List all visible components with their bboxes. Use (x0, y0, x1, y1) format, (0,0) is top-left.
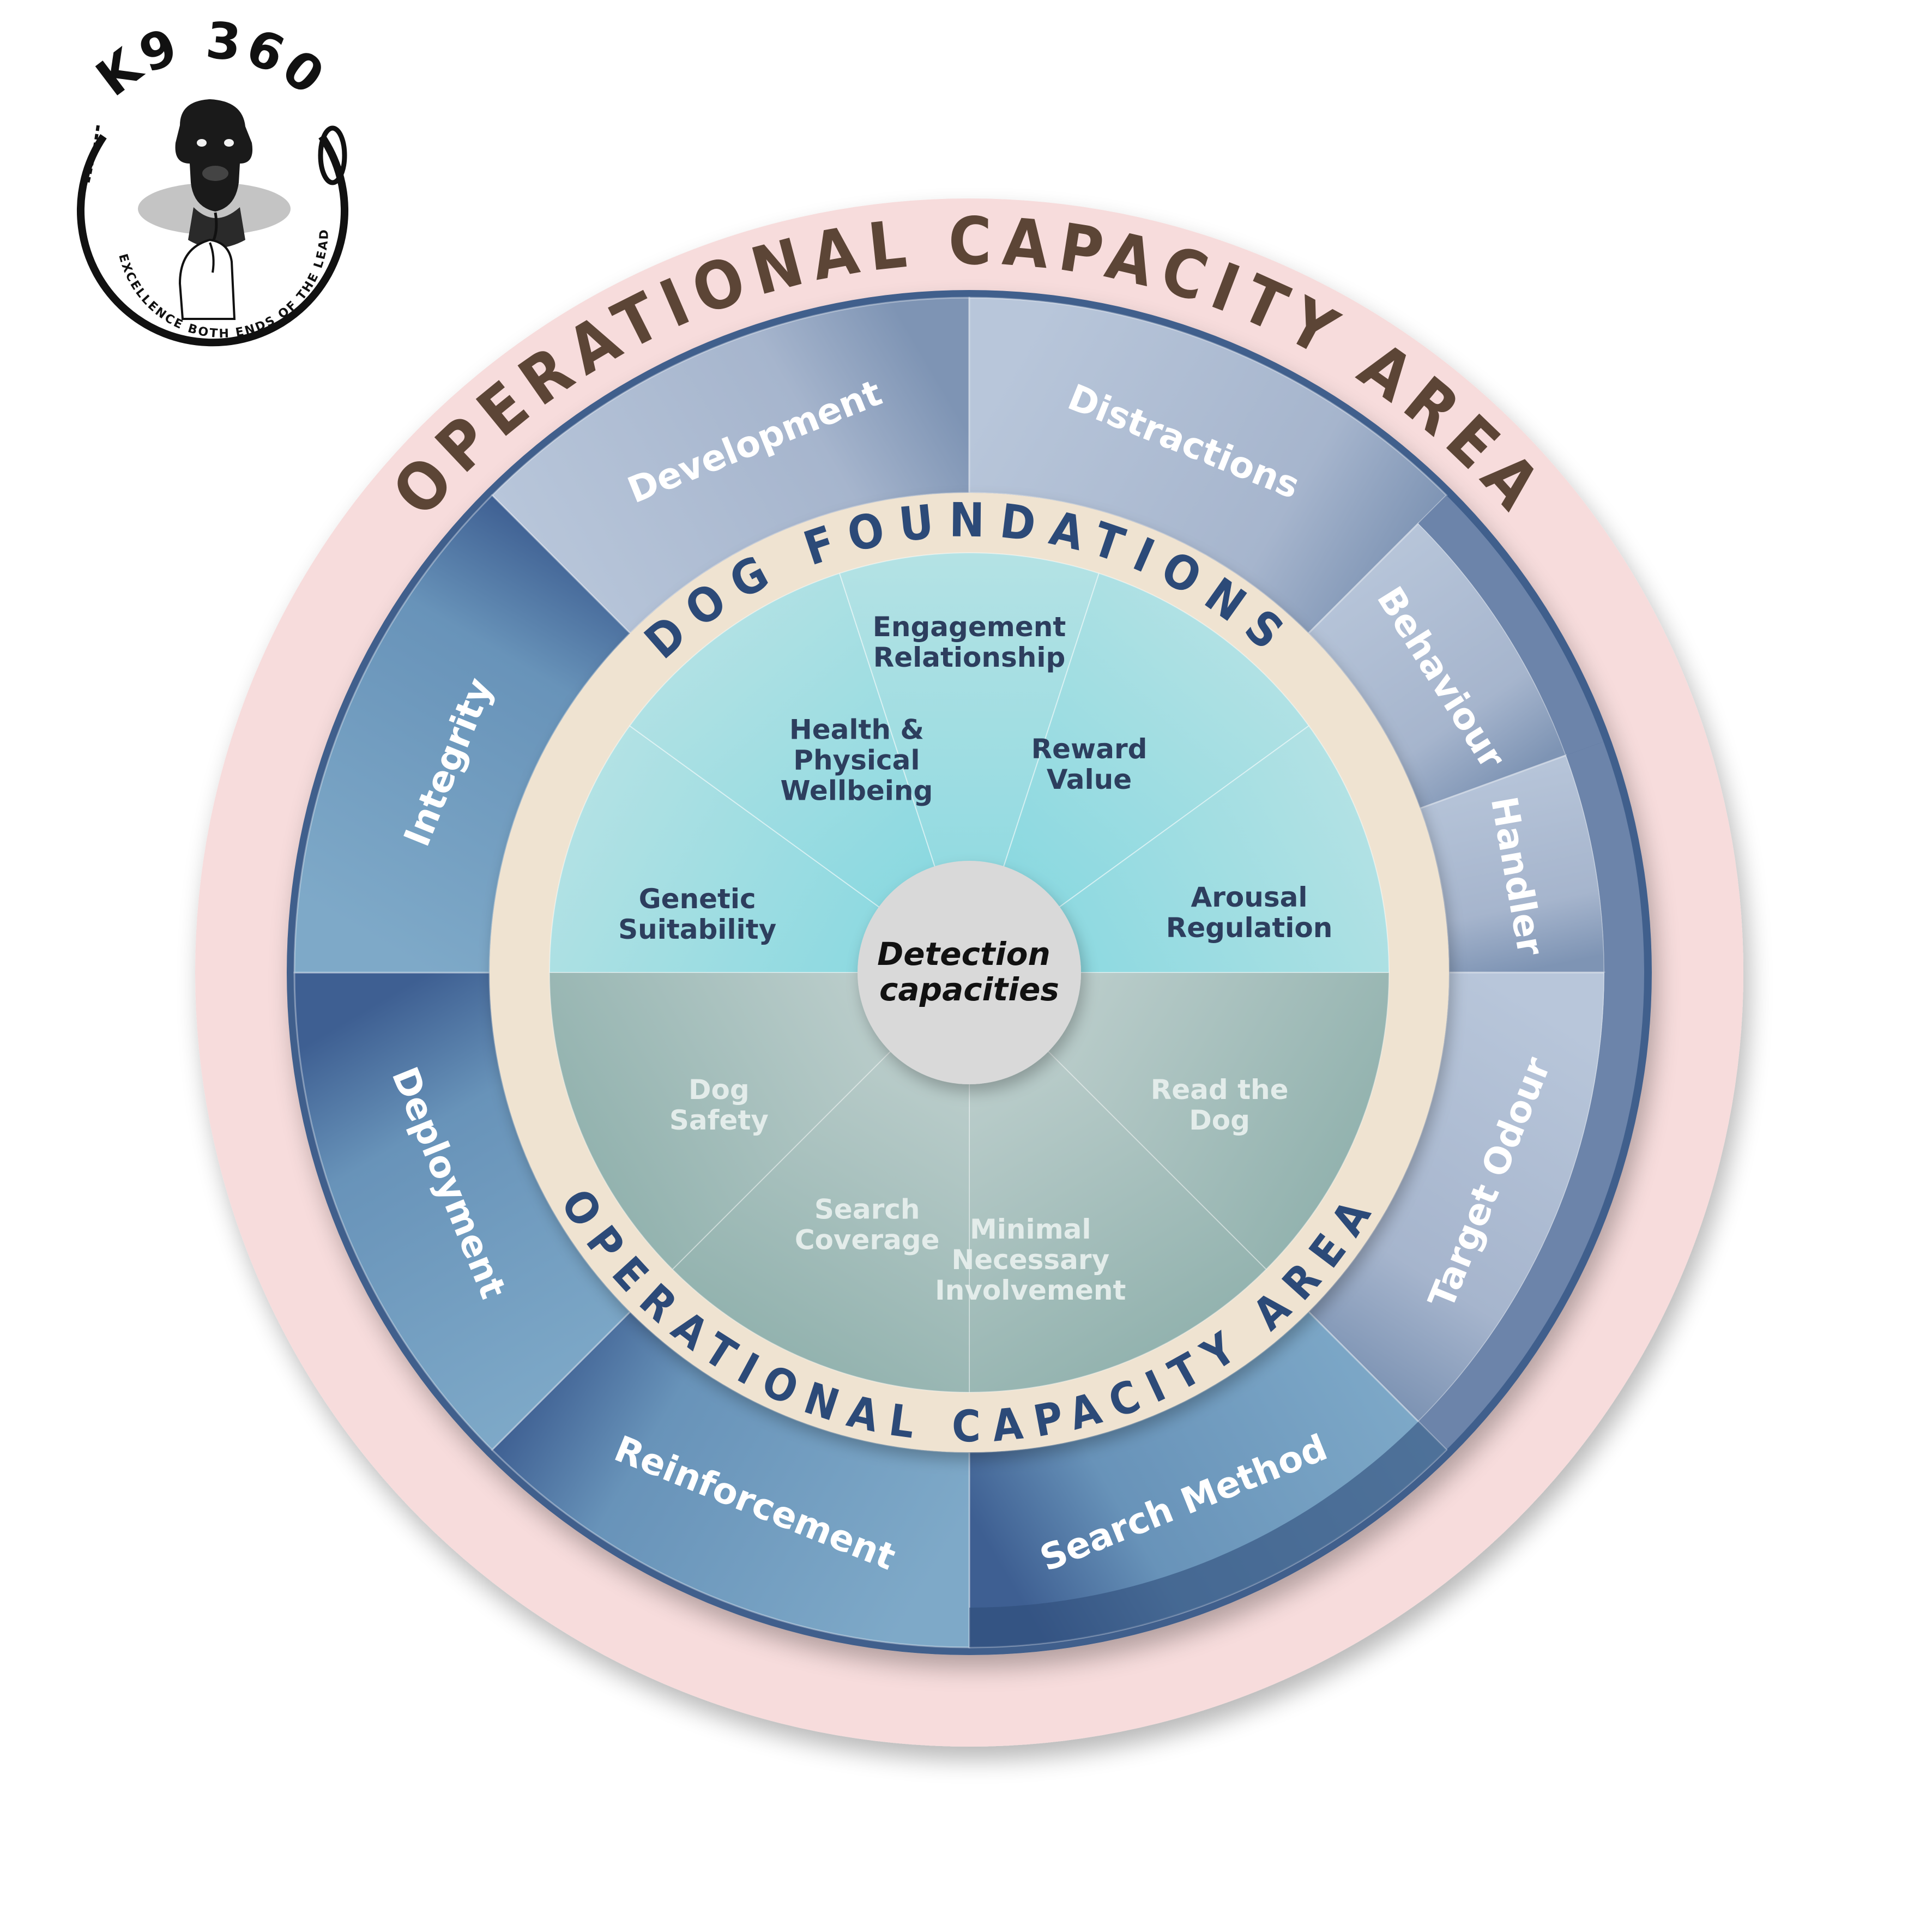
center-hub (858, 861, 1081, 1084)
foundation-label-line: Reward (1031, 733, 1148, 765)
outer-segment-edge-band (1418, 495, 1604, 756)
foundation-segment (548, 725, 971, 973)
operational-label-line: Coverage (795, 1224, 940, 1256)
foundation-label-line: Relationship (873, 642, 1066, 673)
logo-brand: K9 360 (86, 11, 334, 108)
center-label-line-1: Detection (877, 935, 1050, 973)
k9-360-logo: K9 360 EXCELLENCE BOTH ENDS OF THE LEAD (77, 11, 348, 347)
foundation-label-line: Arousal (1191, 882, 1308, 913)
hand-icon (178, 238, 236, 320)
foundation-label-line: Wellbeing (781, 775, 933, 807)
outer-segment-edge-band (1418, 973, 1644, 1450)
outer-edge-shadow (969, 1421, 1447, 1647)
foundation-label-line: Health & (789, 714, 924, 746)
operational-label-line: Search (814, 1194, 920, 1225)
outer-segment-edge-band (1566, 741, 1644, 973)
operational-label-line: Read the (1151, 1074, 1289, 1106)
center-label-line-2: capacities (879, 971, 1059, 1008)
operational-label-line: Dog (1189, 1104, 1250, 1136)
foundation-segment (629, 572, 970, 974)
labrador-dog-icon (175, 99, 253, 248)
foundation-label-line: Suitability (618, 914, 776, 945)
operational-segment (548, 972, 971, 1270)
operational-segment (968, 972, 1390, 1270)
logo-brand-text: K9 360 (86, 11, 337, 108)
operational-segment (672, 971, 970, 1393)
dog-lead-icon (86, 125, 347, 240)
foundation-label-line: Regulation (1166, 912, 1333, 944)
center-disc (858, 861, 1081, 1084)
center-label: Detection capacities (877, 935, 1061, 1008)
operational-label-line: Safety (669, 1104, 769, 1136)
logo-ring (77, 134, 348, 347)
operational-label-line: Minimal (970, 1213, 1091, 1245)
foundation-segment (967, 725, 1390, 973)
foundation-label-line: Value (1047, 764, 1132, 795)
foundation-segment (838, 552, 1100, 975)
foundation-label-line: Physical (793, 745, 920, 776)
foundation-label-line: Genetic (639, 883, 756, 915)
foundation-label-line: Engagement (873, 611, 1066, 643)
foundation-segment (968, 572, 1310, 974)
operational-label-line: Dog (689, 1074, 750, 1106)
operational-label-line: Necessary (951, 1244, 1109, 1276)
operational-label-line: Involvement (935, 1275, 1126, 1306)
operational-segment (969, 971, 1267, 1393)
